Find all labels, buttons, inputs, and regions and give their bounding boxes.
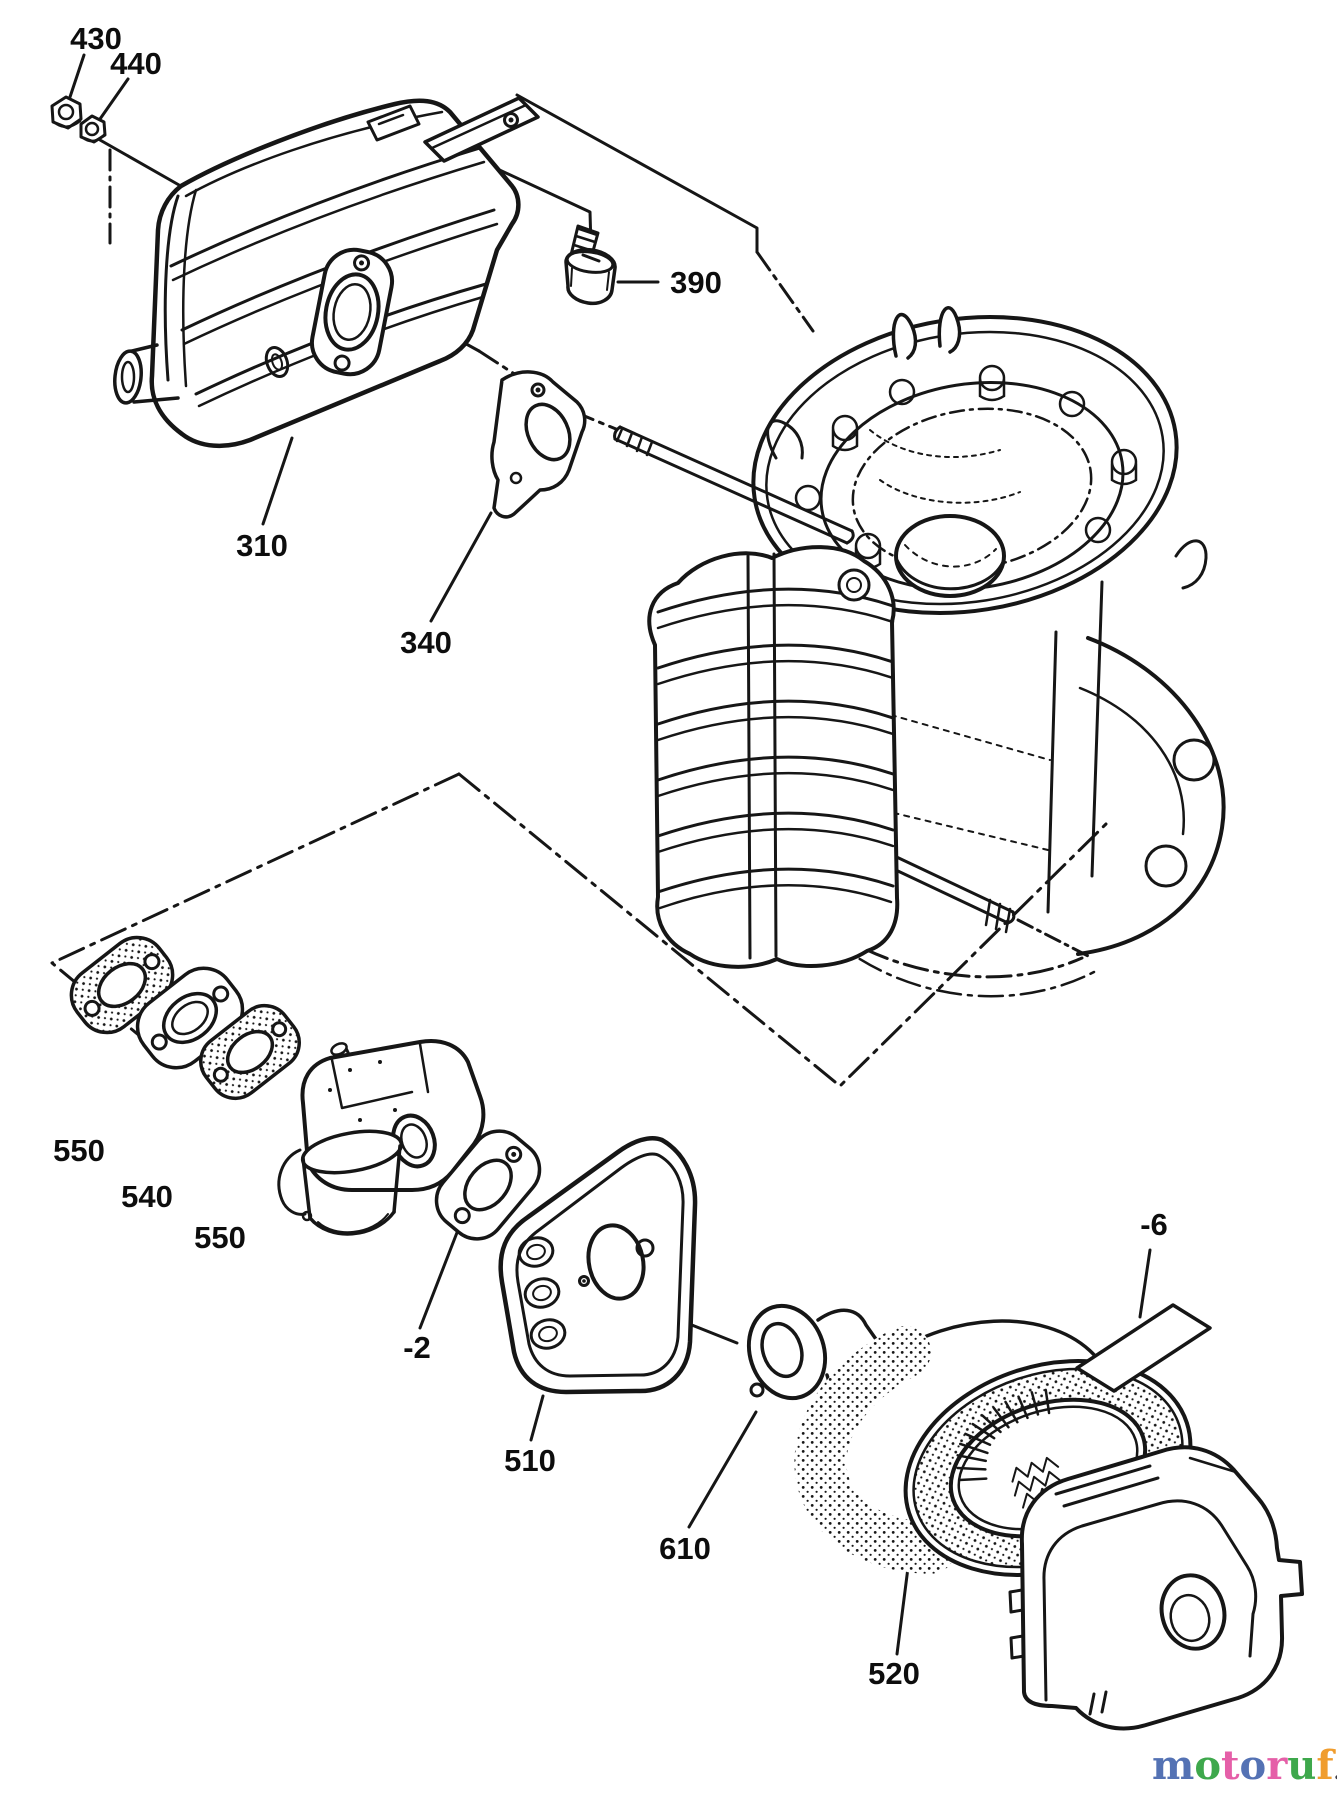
part-label-340: 340 [400, 625, 452, 660]
nut-440 [79, 114, 107, 144]
gasket-550-b [199, 1003, 301, 1101]
part-label-510: 510 [504, 1443, 556, 1478]
part-label-550b: 550 [194, 1220, 246, 1255]
leader-510 [529, 1394, 545, 1442]
logo-suffix: .de [1334, 1759, 1337, 1784]
leader-minus6 [1138, 1248, 1152, 1319]
bracket-axis-b [515, 93, 759, 254]
carburetor-drawing [277, 1039, 486, 1236]
part-label-310: 310 [236, 528, 288, 563]
logo-letter: r [1266, 1742, 1288, 1789]
crankcase-bore [894, 514, 1006, 598]
nut-430 [50, 95, 83, 130]
air-filter-element-520 [794, 1319, 1193, 1577]
crankcase-flange [1076, 636, 1226, 956]
gasket-minus2 [434, 1129, 542, 1241]
logo-letter: o [1239, 1742, 1267, 1789]
leader-610 [687, 1410, 758, 1529]
logo-letter: f [1316, 1742, 1334, 1789]
leader-310 [261, 436, 294, 526]
leader-340 [429, 511, 493, 623]
gasket-340 [490, 370, 587, 519]
head-stud [613, 425, 855, 545]
filter-pleats [956, 1388, 1051, 1482]
part-label-540: 540 [121, 1179, 173, 1214]
stud-axis-line [98, 138, 181, 187]
shroud-tab [891, 312, 918, 360]
screw-390 [564, 224, 617, 306]
part-label-520: 520 [868, 1656, 920, 1691]
part-label-610: 610 [659, 1531, 711, 1566]
float-bowl [300, 1129, 404, 1236]
muffler-tab [366, 104, 421, 142]
logo-letter: m [1152, 1742, 1195, 1789]
intake-slots [517, 1236, 567, 1350]
label-sticker [1075, 1303, 1212, 1393]
part-label-390: 390 [670, 265, 722, 300]
muffler-flange [309, 247, 395, 377]
engine-assembly-drawing [751, 306, 1226, 998]
muffler-drawing [113, 96, 540, 449]
plane-line-right [457, 772, 1108, 1088]
leader-minus2 [418, 1228, 460, 1330]
fuel-line [277, 1148, 307, 1216]
leader-430 [68, 53, 86, 99]
leader-440 [98, 77, 130, 121]
bracket-axis-b2 [755, 250, 815, 333]
logo-letter: o [1194, 1742, 1222, 1789]
air-cleaner-plate-510 [498, 1135, 698, 1395]
cylinder-head-drawing [647, 545, 900, 969]
muffler-vent-hole [264, 345, 290, 379]
logo-letter: u [1287, 1742, 1317, 1789]
part-label-440: 440 [110, 46, 162, 81]
motoruf-logo[interactable]: motoruf.de [1152, 1742, 1337, 1796]
part-label-550a: 550 [53, 1133, 105, 1168]
part-label-minus6: -6 [1140, 1207, 1168, 1242]
logo-letter: t [1221, 1742, 1240, 1789]
part-label-430: 430 [70, 21, 122, 56]
shroud-tab [937, 306, 962, 354]
spark-plug-boss [837, 568, 871, 602]
gasket-550-a [69, 935, 175, 1035]
air-cleaner-cover [1008, 1445, 1304, 1731]
part-label-minus2: -2 [403, 1330, 431, 1365]
exhaust-outlet-pipe [113, 343, 180, 405]
